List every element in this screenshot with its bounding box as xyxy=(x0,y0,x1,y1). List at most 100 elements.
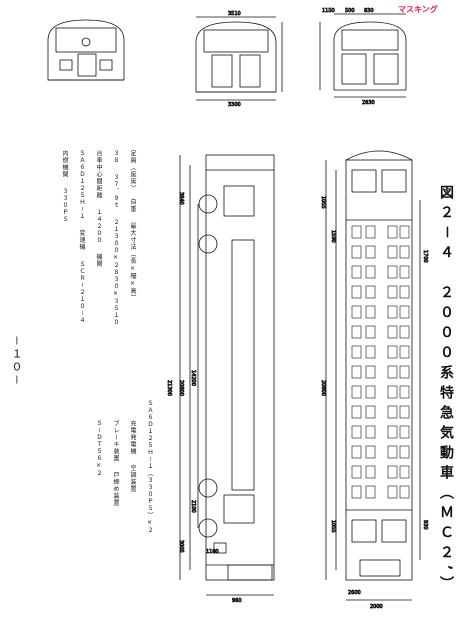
seat xyxy=(351,405,362,419)
dim-label: 1590 xyxy=(330,230,336,243)
spec-label: 定員（座席） xyxy=(129,150,136,189)
seat xyxy=(351,465,362,479)
figure-title: 図２－４ ２０００系特急気動車（ＭＣ２’） xyxy=(438,185,454,597)
seat xyxy=(365,365,376,379)
seat xyxy=(365,485,376,499)
spec-label: Ｓ－ＤＴ５６×２ xyxy=(95,420,102,478)
spec-column-8: ブレーキ装置 戸締め装置 xyxy=(111,420,119,600)
spec-label: ブレーキ装置 xyxy=(112,420,119,462)
spec-label: 空調装置 xyxy=(129,464,136,493)
dim-label: 20800 xyxy=(320,380,326,396)
dim-label: 830 xyxy=(364,8,374,14)
spec-label: 内燃機関 xyxy=(61,150,68,178)
seat xyxy=(351,325,362,339)
seat xyxy=(399,285,410,299)
seat xyxy=(387,445,398,459)
seat xyxy=(387,345,398,359)
seat xyxy=(365,445,376,459)
seat xyxy=(365,385,376,399)
seat xyxy=(365,305,376,319)
seat xyxy=(399,385,410,399)
dim-label: 21300 xyxy=(166,380,172,396)
spec-column-1: 定員（座席） 自重 最大寸法（長×幅×高） xyxy=(128,150,136,410)
seat xyxy=(365,325,376,339)
spec-column-6: ＳＡ６Ｄ１２５Ｈ－１（３３０ＰＳ）×２ xyxy=(145,400,153,600)
seat xyxy=(399,485,410,499)
seat xyxy=(387,425,398,439)
seat xyxy=(365,245,376,259)
dim-label: 2600 xyxy=(348,590,361,596)
seat-grid xyxy=(351,225,410,499)
spec-value: ３７．９ｔ xyxy=(112,173,119,209)
dim-label: 3510 xyxy=(228,11,241,17)
seat xyxy=(351,305,362,319)
dim-label: 20800 xyxy=(178,380,184,396)
spec-column-7: 充電発電機 空調装置 xyxy=(128,420,136,600)
seat xyxy=(387,285,398,299)
seat xyxy=(351,225,362,239)
spec-value: ２１３００×２８３０×３５１０ xyxy=(112,218,119,326)
spec-column-9: Ｓ－ＤＴ５６×２ xyxy=(94,420,102,600)
seat xyxy=(365,465,376,479)
side-elevation xyxy=(179,154,275,596)
dim-label: 2830 xyxy=(362,100,375,106)
seat xyxy=(387,225,398,239)
seat xyxy=(387,365,398,379)
dim-label: 3005 xyxy=(178,540,184,553)
front-view-a xyxy=(47,19,125,81)
seat xyxy=(351,285,362,299)
seat xyxy=(399,405,410,419)
spec-column-2: ３８ ３７．９ｔ ２１３００×２８３０×３５１０ xyxy=(111,150,119,410)
spec-label: 充電発電機 xyxy=(129,420,136,455)
seat xyxy=(387,405,398,419)
seat xyxy=(399,425,410,439)
spec-value: ＳＣＲ－２１０－４ xyxy=(78,260,85,324)
seat xyxy=(351,265,362,279)
dim-label: 960 xyxy=(232,598,242,604)
seat xyxy=(399,245,410,259)
dim-label: 2000 xyxy=(370,604,383,610)
seat xyxy=(387,245,398,259)
seat xyxy=(365,285,376,299)
spec-value: ３３０ＰＳ xyxy=(61,187,68,223)
spec-label: 台車中心間距離 xyxy=(95,150,102,199)
spec-label: 戸締め装置 xyxy=(112,471,119,507)
seat xyxy=(365,345,376,359)
spec-column-4: ＳＡ６Ｄ１２５Ｈ－１ 変速機 ＳＣＲ－２１０－４ xyxy=(77,150,85,410)
dim-label: 500 xyxy=(345,8,355,14)
cross-section xyxy=(319,13,407,98)
seat xyxy=(387,325,398,339)
seat xyxy=(351,385,362,399)
seat xyxy=(351,485,362,499)
seat xyxy=(387,265,398,279)
dim-label: 1055 xyxy=(330,520,336,533)
seat xyxy=(365,265,376,279)
red-stamp: マスキング xyxy=(398,5,438,14)
spec-label: 自重 xyxy=(129,198,136,213)
seat xyxy=(351,345,362,359)
seat xyxy=(351,445,362,459)
dim-label: 1055 xyxy=(320,196,326,209)
seat xyxy=(387,385,398,399)
seat xyxy=(399,345,410,359)
seat xyxy=(399,265,410,279)
seat xyxy=(365,405,376,419)
dim-label: 14200 xyxy=(190,370,196,386)
seat xyxy=(351,425,362,439)
seat xyxy=(399,305,410,319)
plan-view xyxy=(325,150,421,601)
dim-label: 1100 xyxy=(206,549,219,555)
seat xyxy=(399,325,410,339)
seat xyxy=(399,225,410,239)
dim-label: 3840 xyxy=(178,192,184,205)
seat xyxy=(399,445,410,459)
seat xyxy=(399,365,410,379)
front-view-b xyxy=(195,16,283,101)
seat xyxy=(387,465,398,479)
seat xyxy=(351,365,362,379)
dim-label: 930 xyxy=(422,520,428,530)
spec-label: 機関 xyxy=(95,253,102,268)
seat xyxy=(387,485,398,499)
spec-value: ＳＡ６Ｄ１２５Ｈ－１ xyxy=(78,150,85,221)
